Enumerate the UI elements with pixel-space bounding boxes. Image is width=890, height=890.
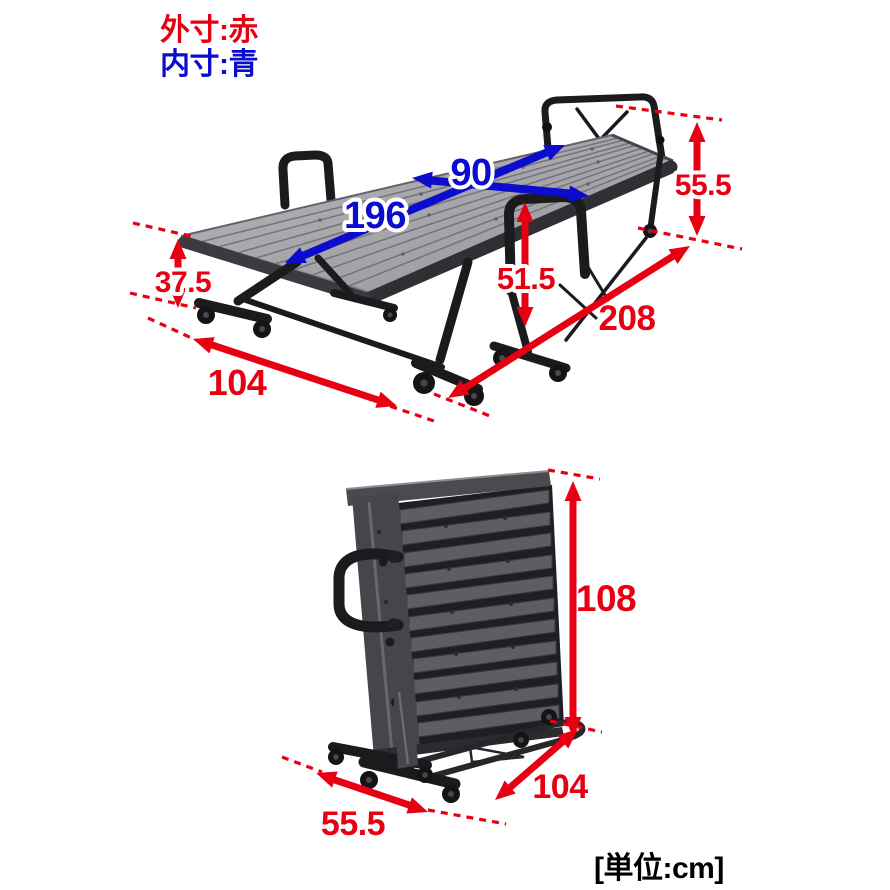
deck-front-edge bbox=[363, 160, 678, 305]
dim-head-frame-height bbox=[615, 104, 743, 251]
folded-slat-screws bbox=[444, 516, 518, 699]
outer-width-label: 104 bbox=[208, 362, 267, 403]
folded-slats bbox=[399, 489, 560, 738]
headboard-v-wire bbox=[575, 107, 629, 142]
folded-base-wire bbox=[468, 745, 525, 764]
handle-height-label: 51.5 bbox=[497, 261, 556, 296]
inner-length-label: 196 bbox=[344, 195, 406, 237]
far-side-handle bbox=[278, 150, 336, 210]
deck-height-label: 37.5 bbox=[155, 266, 211, 299]
inner-width-label: 90 bbox=[450, 152, 491, 194]
outer-length-label: 208 bbox=[599, 299, 656, 338]
legend-outer-label: 外寸:赤 bbox=[160, 14, 258, 47]
dim-handle-height bbox=[516, 202, 534, 327]
deck-foot-edge bbox=[178, 236, 371, 304]
near-side-handle bbox=[503, 192, 590, 296]
dim-outer-width bbox=[147, 316, 435, 423]
unfolded-bed-illustration bbox=[178, 93, 678, 406]
dim-outer-length bbox=[433, 238, 695, 418]
folded-depth-label: 55.5 bbox=[321, 805, 385, 843]
legend-inner-label: 内寸:青 bbox=[160, 48, 258, 81]
folded-center-post bbox=[393, 688, 418, 769]
unit-note: [単位:cm] bbox=[594, 851, 724, 885]
dim-inner-width bbox=[411, 169, 590, 205]
dim-folded-length bbox=[427, 722, 584, 826]
folded-length-label: 104 bbox=[532, 768, 588, 806]
folded-handle bbox=[333, 548, 404, 633]
folded-bed-illustration bbox=[328, 470, 586, 803]
dim-folded-height bbox=[547, 468, 603, 737]
dim-folded-depth bbox=[281, 755, 431, 821]
head-frame-height-label: 55.5 bbox=[675, 169, 731, 202]
dim-deck-height bbox=[129, 221, 197, 310]
folded-height-label: 108 bbox=[576, 578, 636, 619]
dim-inner-length bbox=[281, 137, 569, 271]
